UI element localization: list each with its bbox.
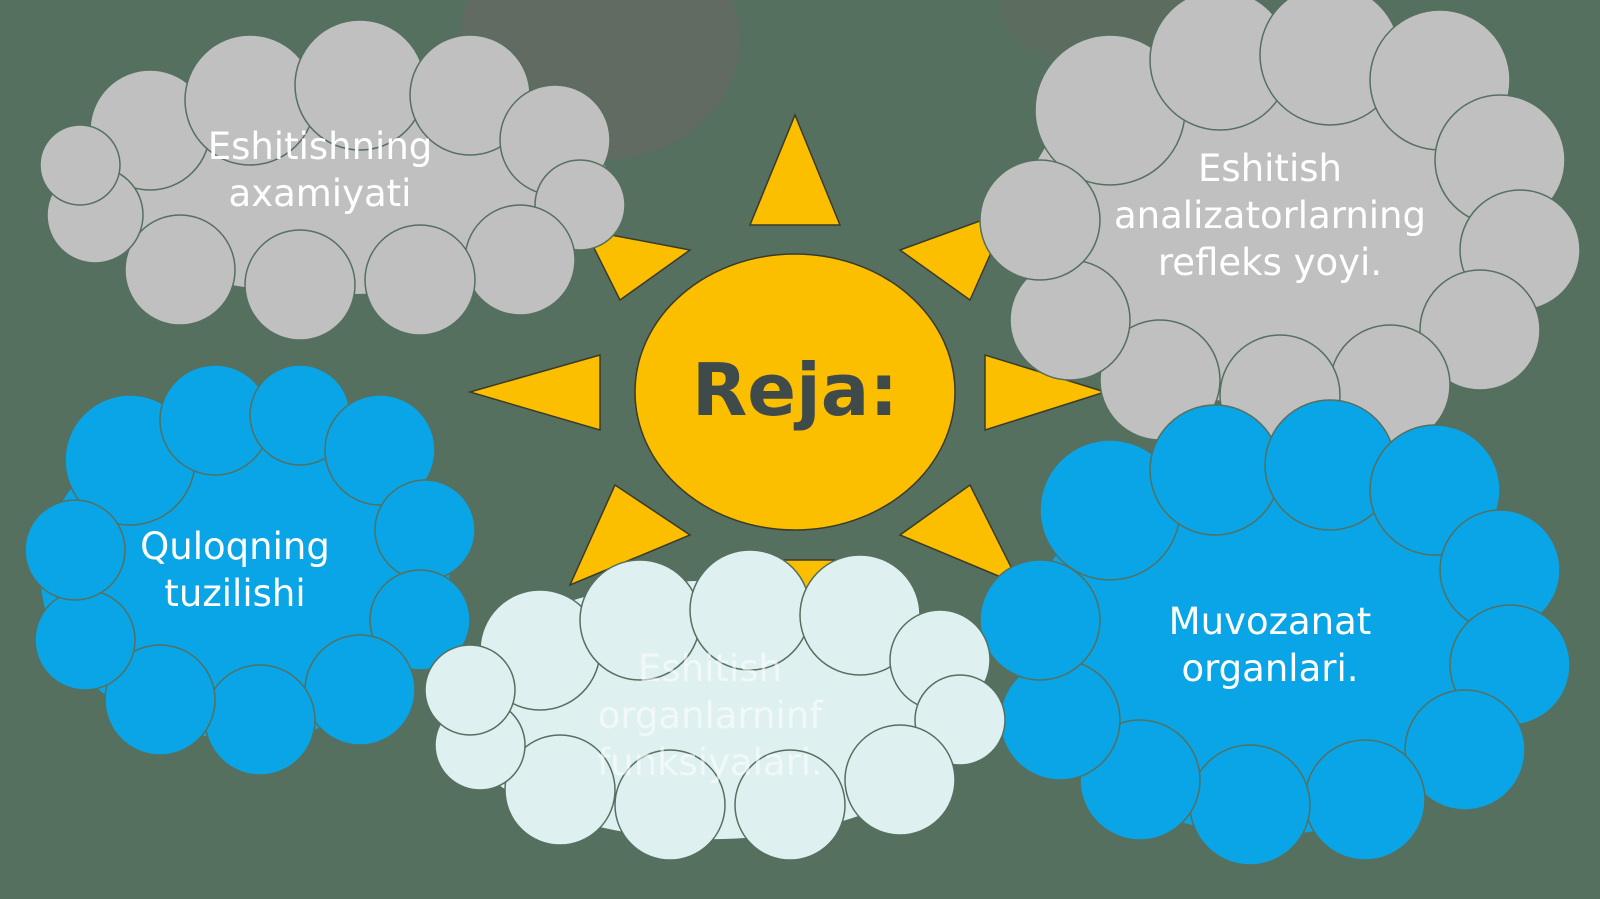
cloud-bottom-right-label: Muvozanat organlari. <box>1110 595 1430 695</box>
cloud-mid-left-label: Quloqning tuzilishi <box>100 520 370 620</box>
sun-ray-top-left <box>583 228 692 302</box>
cloud-top-right-line: analizatorlarning <box>1114 193 1426 237</box>
cloud-top-right-line: refleks yoyi. <box>1157 240 1383 284</box>
sun-ray-top <box>748 113 842 226</box>
cloud-top-left-line: Eshitishning <box>207 125 433 168</box>
cloud-bottom-center-label: Eshitish organlarninf funksiyalari. <box>550 640 870 790</box>
center-title: Reja: <box>691 348 899 432</box>
cloud-bottom-right-line: organlari. <box>1181 647 1359 690</box>
cloud-top-right-line: Eshitish <box>1198 146 1342 190</box>
cloud-mid-left-line: Quloqning <box>140 525 330 568</box>
cloud-bottom-center-line: funksiyalari. <box>597 740 823 784</box>
sun-ray-bottom-left <box>568 483 692 587</box>
cloud-bottom-right-line: Muvozanat <box>1168 600 1372 643</box>
cloud-top-left[interactable] <box>39 19 626 341</box>
cloud-top-right-label: Eshitish analizatorlarning refleks yoyi. <box>1070 140 1470 290</box>
cloud-bottom-center[interactable] <box>424 549 1006 861</box>
cloud-mid-left-line: tuzilishi <box>164 572 306 615</box>
sun-ray-bottom-right <box>898 483 1022 587</box>
cloud-top-left-label: Eshitishning axamiyati <box>160 120 480 220</box>
cloud-bottom-right[interactable] <box>979 399 1571 866</box>
cloud-mid-left[interactable] <box>24 364 476 776</box>
cloud-bottom-center-line: organlarninf <box>597 693 823 737</box>
sun-circle <box>634 253 956 531</box>
cloud-top-left-line: axamiyati <box>228 172 412 215</box>
cloud-top-right[interactable] <box>979 0 1581 456</box>
cloud-bottom-center-line: Eshitish <box>638 646 782 690</box>
sun-ray-left <box>467 354 601 432</box>
